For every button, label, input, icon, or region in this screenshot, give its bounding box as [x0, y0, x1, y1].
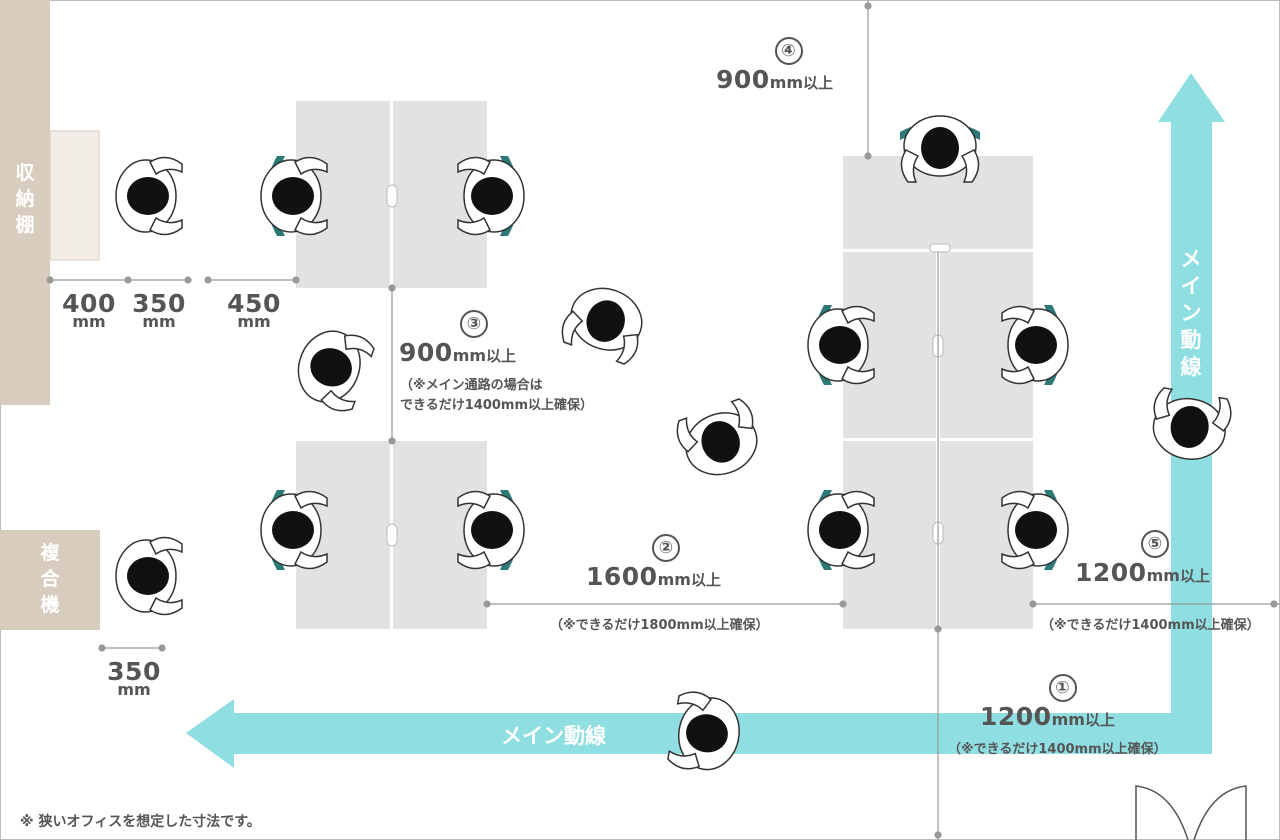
- person-desk-2: [458, 156, 524, 236]
- footnote: ※ 狭いオフィスを想定した寸法です。: [20, 814, 261, 830]
- dimension-5: ⑤ 1200mm以上: [1075, 530, 1255, 587]
- dimension-3-note-1: （※メイン通路の場合は: [400, 378, 543, 393]
- dimension-1: ① 1200mm以上: [980, 674, 1160, 731]
- dimension-5-note: （※できるだけ1400mm以上確保）: [1041, 618, 1260, 633]
- person-desk-4: [458, 490, 524, 570]
- person-desk-6: [1002, 305, 1068, 385]
- person-walking-5: [666, 688, 746, 778]
- copier: [0, 530, 100, 630]
- person-walking-3: [672, 395, 769, 486]
- desk-cluster-right: [843, 156, 1033, 629]
- person-desk-3: [261, 490, 327, 570]
- person-walking-1: [287, 319, 378, 416]
- main-path-label-vertical: メイン動線: [1180, 247, 1202, 379]
- dimension-2: ② 1600mm以上: [586, 534, 766, 591]
- person-walking-4: [1145, 386, 1235, 466]
- person-desk-7: [808, 490, 874, 570]
- person-copier: [115, 536, 183, 616]
- desk-cluster-top: [296, 101, 487, 288]
- dimension-2-note: （※できるだけ1800mm以上確保）: [550, 618, 769, 633]
- person-desk-1: [261, 156, 327, 236]
- dimension-3-note-2: できるだけ1400mm以上確保）: [400, 398, 594, 413]
- person-head-of-table: [900, 116, 980, 182]
- entrance-door: [1135, 785, 1247, 840]
- dimension-4: ④ 900mm以上: [716, 37, 866, 94]
- person-desk-5: [808, 305, 874, 385]
- dimension-3: ③ 900mm以上: [399, 310, 619, 367]
- person-desk-8: [1002, 490, 1068, 570]
- main-path-label-horizontal: メイン動線: [501, 724, 606, 748]
- copier-label: 複合機: [40, 542, 60, 616]
- person-storage: [115, 156, 183, 236]
- storage-shelf-label: 収納棚: [15, 162, 35, 236]
- storage-shelf: [49, 130, 100, 261]
- storage-wall: [0, 0, 50, 405]
- dimension-1-note: （※できるだけ1400mm以上確保）: [948, 742, 1167, 757]
